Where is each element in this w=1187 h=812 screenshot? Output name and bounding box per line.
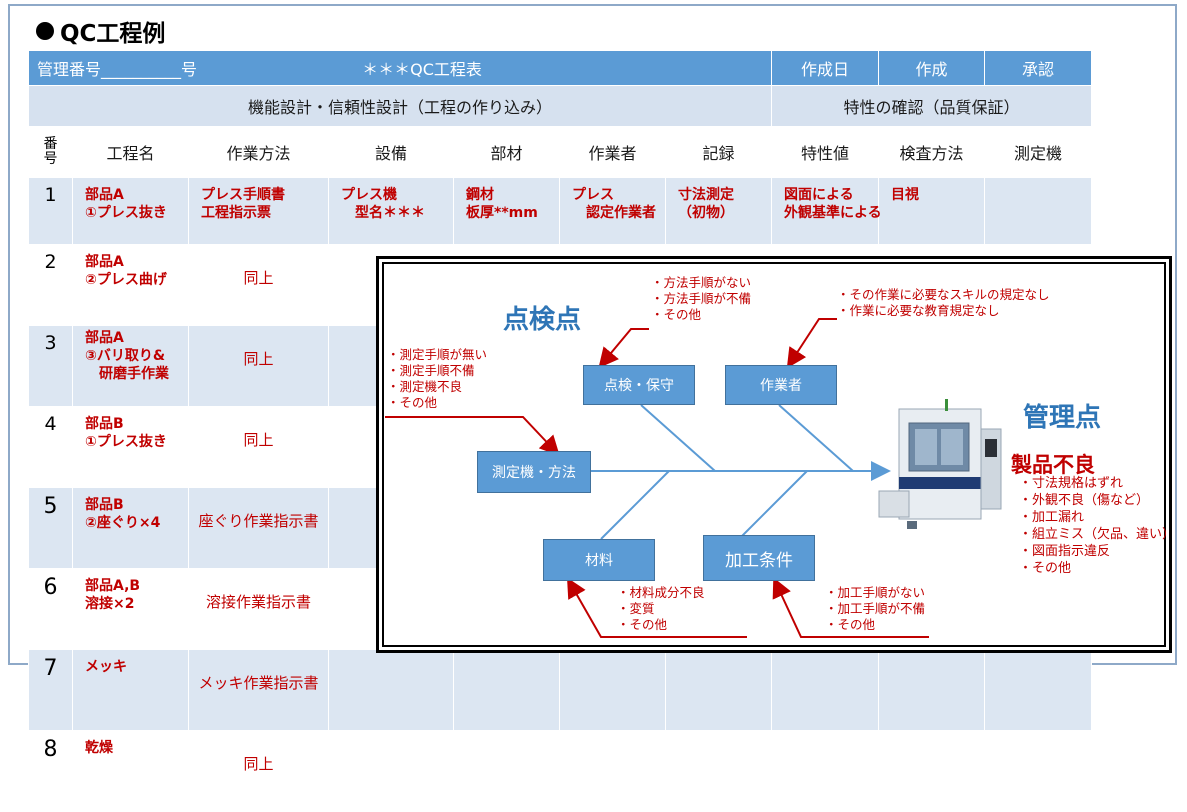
bone-conditions xyxy=(738,470,808,540)
row-number: 8 xyxy=(28,730,73,812)
row-number: 4 xyxy=(28,406,73,488)
work-method: 同上 xyxy=(188,244,329,326)
work-method: 座ぐり作業指示書 xyxy=(188,487,329,569)
box-material: 材料 xyxy=(543,539,655,581)
work-method: 溶接作業指示書 xyxy=(188,568,329,650)
process-name: 乾燥 xyxy=(72,730,189,812)
header-row-2: 機能設計・信頼性設計（工程の作り込み） 特性の確認（品質保証） xyxy=(28,85,1092,127)
control-number-blank: __________ xyxy=(101,60,182,79)
column-header-row: 番号 工程名 作業方法 設備 部材 作業者 記録 特性値 検査方法 測定機 xyxy=(28,126,1092,178)
table-row: 1 部品A ①プレス抜き プレス手順書 工程指示票 プレス機 型名＊＊＊ 鋼材 … xyxy=(28,177,1092,245)
control-number-label: 管理番号 xyxy=(37,60,102,79)
bullet-icon xyxy=(36,22,54,40)
functional-design-group: 機能設計・信頼性設計（工程の作り込み） xyxy=(28,85,772,127)
equipment: プレス機 型名＊＊＊ xyxy=(328,177,454,245)
box-measurement: 測定機・方法 xyxy=(477,451,591,493)
process-name: 部品B ①プレス抜き xyxy=(72,406,189,488)
annotation-measurement: ・測定手順が無い ・測定手順不備 ・測定機不良 ・その他 xyxy=(387,347,488,410)
annotation-material: ・材料成分不良 ・変質 ・その他 xyxy=(617,585,705,632)
fishbone-lines xyxy=(385,318,1002,638)
column-header-number: 番号 xyxy=(28,126,73,178)
defect-list: ・寸法規格はずれ ・外観不良（傷など） ・加工漏れ ・組立ミス（欠品、違い） ・… xyxy=(1019,476,1176,576)
process-name: 部品A ③バリ取り& 研磨手作業 xyxy=(72,325,189,407)
approved-header: 承認 xyxy=(984,50,1092,86)
box-conditions: 加工条件 xyxy=(703,535,815,581)
row-number: 2 xyxy=(28,244,73,326)
table-row: 7 メッキ メッキ作業指示書 xyxy=(28,649,1092,731)
column-header-process: 工程名 xyxy=(72,126,189,178)
fishbone-diagram: 点検点 管理点 点検・保守 作業者 測定機・方法 材料 加工条件 ・方法手順がな… xyxy=(376,256,1176,653)
quality-assurance-group: 特性の確認（品質保証） xyxy=(771,85,1092,127)
column-header-material: 部材 xyxy=(453,126,560,178)
table-row: 8 乾燥 同上 xyxy=(28,730,1092,812)
header-row-1: 管理番号__________号 ＊＊＊QC工程表 作成日 作成 承認 xyxy=(28,50,1092,86)
box-worker: 作業者 xyxy=(725,365,837,405)
control-points-label: 管理点 xyxy=(1023,403,1102,433)
inspection-method: 目視 xyxy=(878,177,985,245)
annotation-worker: ・その作業に必要なスキルの規定なし ・作業に必要な教育規定なし xyxy=(837,287,1050,318)
process-name: 部品A,B 溶接×2 xyxy=(72,568,189,650)
created-header: 作成 xyxy=(878,50,985,86)
column-header-equipment: 設備 xyxy=(328,126,454,178)
column-header-instrument: 測定機 xyxy=(984,126,1092,178)
column-header-characteristic: 特性値 xyxy=(771,126,879,178)
process-name: 部品A ①プレス抜き xyxy=(72,177,189,245)
column-header-record: 記録 xyxy=(665,126,772,178)
instrument xyxy=(984,177,1092,245)
work-method: 同上 xyxy=(188,406,329,488)
bone-maintenance xyxy=(640,404,716,472)
row-number: 1 xyxy=(28,177,73,245)
row-number: 6 xyxy=(28,568,73,650)
arrow-material xyxy=(567,577,747,638)
control-number-suffix: 号 xyxy=(181,60,198,79)
bone-worker xyxy=(778,404,854,472)
page-title-text: QC工程例 xyxy=(60,21,166,47)
arrow-conditions xyxy=(772,577,929,638)
machine-tool-illustration xyxy=(878,399,1002,529)
characteristic: 図面による 外観基準による xyxy=(771,177,882,245)
work-method: プレス手順書 工程指示票 xyxy=(188,177,329,245)
annotation-conditions: ・加工手順がない ・加工手順が不備 ・その他 xyxy=(825,585,926,632)
control-number-cell: 管理番号__________号 ＊＊＊QC工程表 xyxy=(28,50,772,86)
material: 鋼材 板厚**mm xyxy=(453,177,560,245)
row-number: 5 xyxy=(28,487,73,569)
process-name: メッキ xyxy=(72,649,189,731)
column-header-worker: 作業者 xyxy=(559,126,666,178)
work-method: 同上 xyxy=(188,325,329,407)
column-header-method: 作業方法 xyxy=(188,126,329,178)
page-title: QC工程例 xyxy=(36,14,165,48)
work-method: 同上 xyxy=(188,730,329,812)
arrow-maintenance xyxy=(598,328,649,369)
column-header-inspection: 検査方法 xyxy=(878,126,985,178)
process-name: 部品B ②座ぐり×4 xyxy=(72,487,189,569)
record: 寸法測定 （初物） xyxy=(665,177,772,245)
annotation-maintenance: ・方法手順がない ・方法手順が不備 ・その他 xyxy=(651,275,752,322)
work-method: メッキ作業指示書 xyxy=(188,649,329,731)
created-date-header: 作成日 xyxy=(771,50,879,86)
bone-material xyxy=(600,470,670,540)
box-maintenance: 点検・保守 xyxy=(583,365,695,405)
arrow-measurement xyxy=(385,416,560,456)
row-number: 7 xyxy=(28,649,73,731)
sheet-title: ＊＊＊QC工程表 xyxy=(362,60,482,79)
process-name: 部品A ②プレス曲げ xyxy=(72,244,189,326)
arrow-worker xyxy=(786,318,837,369)
worker: プレス 認定作業者 xyxy=(559,177,666,245)
check-points-label: 点検点 xyxy=(503,305,582,335)
defect-title: 製品不良 xyxy=(1011,453,1095,477)
row-number: 3 xyxy=(28,325,73,407)
